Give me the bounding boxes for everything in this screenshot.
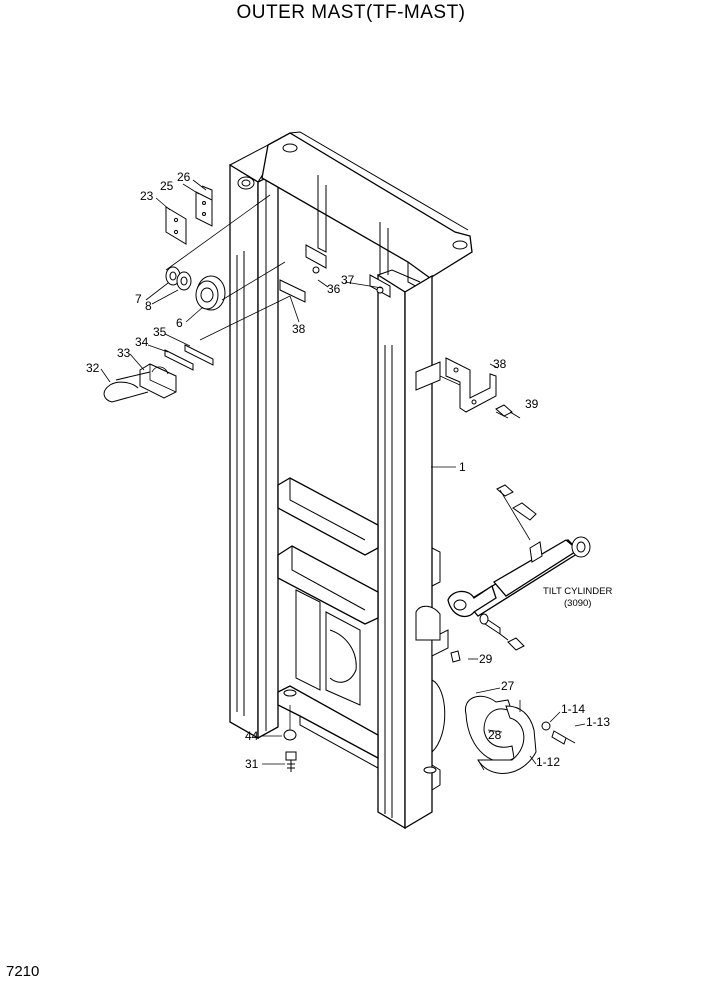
- callout-44: 44: [245, 729, 259, 743]
- callout-35: 35: [153, 325, 167, 339]
- tilt-cylinder-ref: (3090): [564, 598, 591, 609]
- callout-27: 27: [501, 679, 515, 693]
- mast-brackets: [237, 176, 449, 657]
- callout-1-14: 1-14: [561, 702, 585, 716]
- callout-29: 29: [479, 652, 493, 666]
- callout-labels: 1 23 25 26 7 8 6 35 34 33 32 36 37 38 38…: [86, 170, 612, 771]
- callout-33: 33: [117, 346, 131, 360]
- callout-38-right: 38: [493, 357, 507, 371]
- callout-25: 25: [160, 179, 174, 193]
- callout-7: 7: [135, 292, 142, 306]
- callout-34: 34: [135, 335, 149, 349]
- page-title: OUTER MAST(TF-MAST): [236, 2, 466, 23]
- callout-1: 1: [459, 460, 466, 474]
- upper-left-parts: [103, 185, 291, 403]
- page-number: 7210: [6, 963, 40, 980]
- callout-36: 36: [327, 282, 341, 296]
- callout-26: 26: [177, 170, 191, 184]
- callout-39: 39: [525, 397, 539, 411]
- callout-38-left: 38: [292, 322, 306, 336]
- callout-8: 8: [145, 299, 152, 313]
- callout-37: 37: [341, 273, 355, 287]
- callout-leaders: [100, 179, 586, 765]
- callout-1-12: 1-12: [536, 755, 560, 769]
- callout-23: 23: [140, 189, 154, 203]
- callout-32: 32: [86, 361, 100, 375]
- callout-1-13: 1-13: [586, 715, 610, 729]
- tilt-cylinder-label: TILT CYLINDER: [543, 586, 612, 597]
- callout-28: 28: [488, 728, 502, 742]
- right-side-parts: [283, 357, 591, 774]
- callout-31: 31: [245, 757, 259, 771]
- callout-6: 6: [176, 316, 183, 330]
- outer-mast-frame: [229, 131, 473, 830]
